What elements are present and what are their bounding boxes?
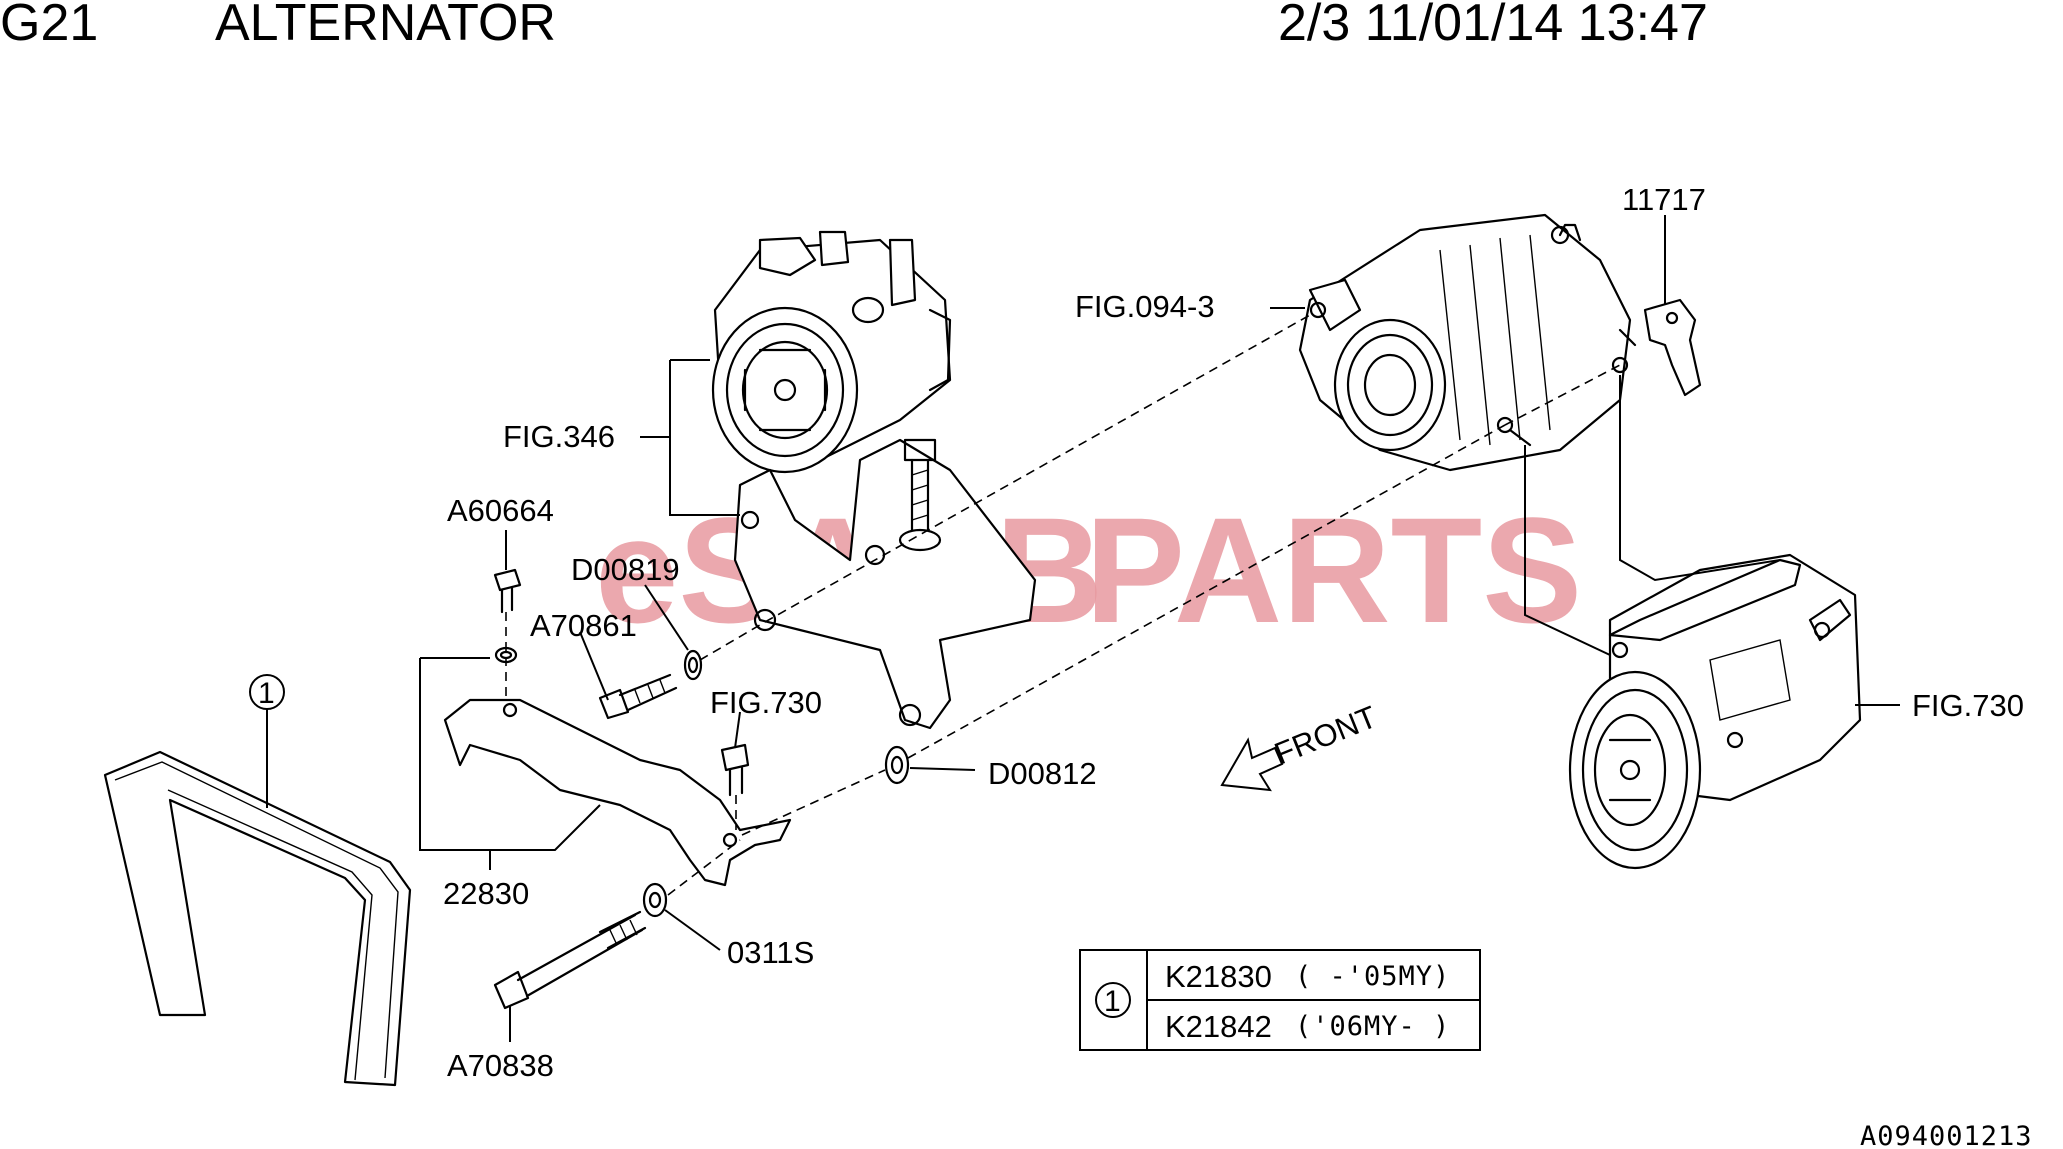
bolt-a70838 (493, 910, 647, 1010)
page-info: 2/3 11/01/14 13:47 (1278, 0, 1708, 52)
legend-range-1: ( -'05MY) (1295, 961, 1450, 992)
circled-number-icon (1095, 982, 1131, 1018)
label-a70838: A70838 (447, 1048, 554, 1083)
legend-part-2: K21842 (1165, 1009, 1272, 1044)
washer-d00812 (884, 745, 910, 785)
callout-belt-number: 1 (258, 677, 275, 710)
bolt-a70861 (598, 649, 703, 720)
assembly-lines (667, 314, 1621, 896)
label-a70861: A70861 (530, 608, 637, 643)
label-fig346: FIG.346 (503, 419, 615, 454)
label-fig730-bolt: FIG.730 (710, 685, 822, 720)
alternator-bracket (443, 698, 792, 887)
drive-belt (103, 750, 412, 1087)
legend-part-1: K21830 (1165, 959, 1272, 994)
pump-bracket (733, 438, 1037, 730)
circled-number-icon (249, 674, 285, 710)
front-indicator: FRONT (1220, 699, 1382, 792)
legend-range-2: ('06MY- ) (1295, 1011, 1450, 1042)
label-a60664: A60664 (447, 493, 554, 528)
label-fig094-3: FIG.094-3 (1075, 289, 1215, 324)
bolt-fig730 (720, 743, 750, 797)
washer-0311s (642, 882, 668, 918)
ac-compressor (1568, 553, 1862, 870)
alternator-stay (1643, 298, 1702, 397)
drawing-id: A094001213 (1860, 1121, 2033, 1149)
label-d00812: D00812 (988, 756, 1097, 791)
callout-belt: 1 (249, 674, 285, 710)
legend-callout: 1 (1104, 985, 1121, 1018)
label-0311s: 0311S (727, 935, 814, 970)
label-22830: 22830 (443, 876, 529, 911)
bolt-a60664 (493, 568, 522, 700)
watermark-parts: PARTS (1085, 486, 1582, 654)
label-fig730-compressor: FIG.730 (1912, 688, 2024, 723)
label-11717: 11717 (1622, 182, 1706, 217)
alternator (1298, 213, 1637, 472)
front-label: FRONT (1270, 699, 1382, 771)
label-d00819: D00819 (571, 552, 680, 587)
section-code: G21 (0, 0, 98, 52)
page-title: ALTERNATOR (215, 0, 556, 52)
power-steering-pump (711, 230, 952, 474)
legend-table: 1 K21830 ( -'05MY) K21842 ('06MY- ) (1079, 949, 1481, 1051)
front-arrow-icon (1220, 737, 1284, 792)
